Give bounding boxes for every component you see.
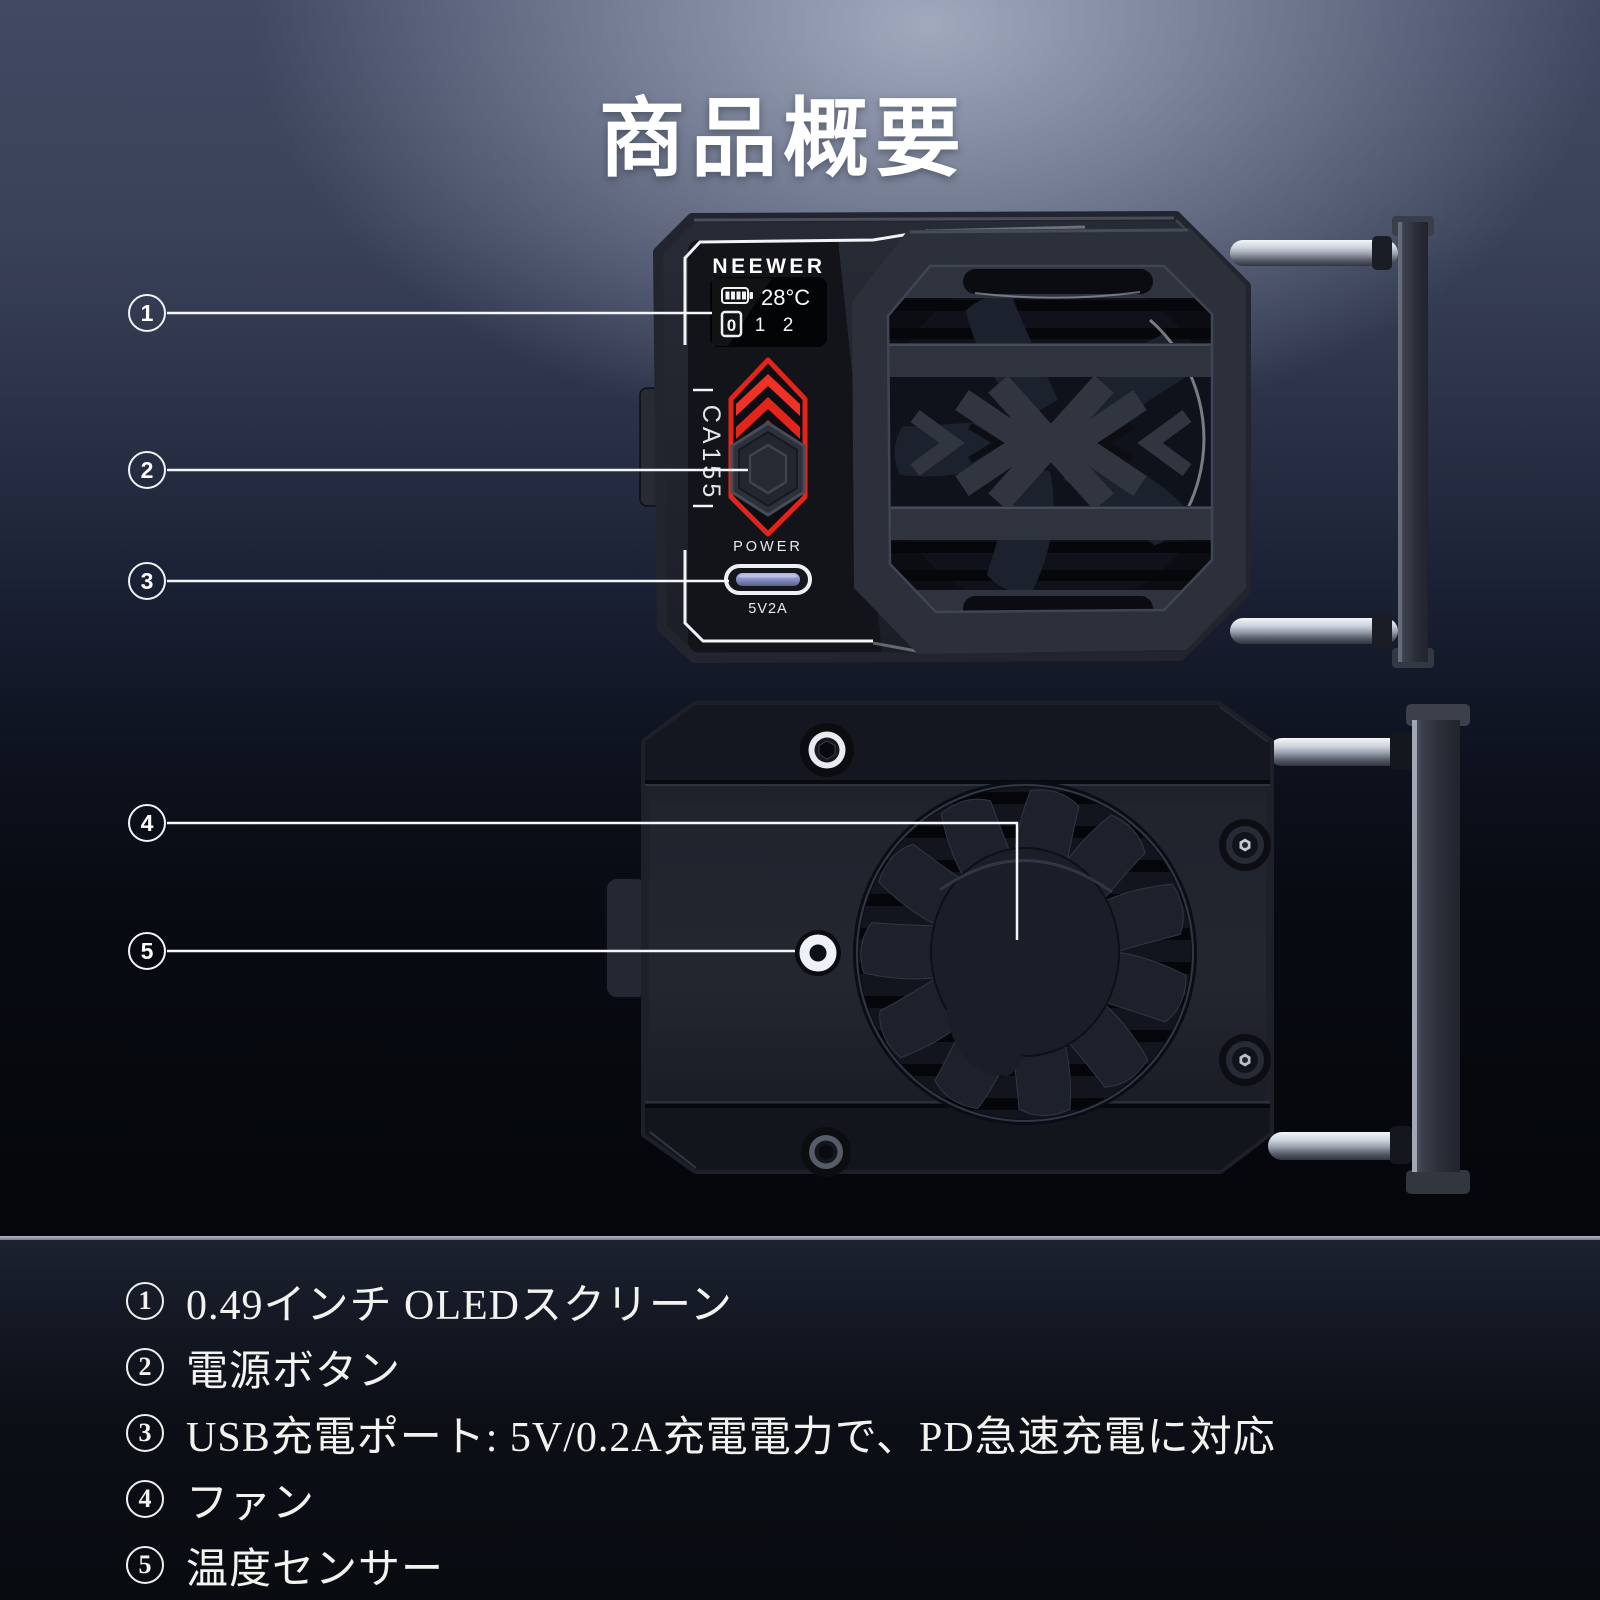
- legend-panel: 1 0.49インチ OLEDスクリーン 2 電源ボタン 3 USB充電ポート: …: [0, 1240, 1600, 1600]
- legend-item-number: 1: [126, 1282, 164, 1320]
- legend-item-text: 0.49インチ OLEDスクリーン: [186, 1282, 733, 1329]
- legend-item-number: 4: [126, 1480, 164, 1518]
- callout-number-2: 2: [128, 451, 166, 489]
- oled-screen: 28°C 0 1 2: [710, 277, 827, 347]
- callout-number-4: 4: [128, 804, 166, 842]
- legend-item: 2 電源ボタン: [126, 1334, 1600, 1400]
- legend-item: 4 ファン: [126, 1466, 1600, 1532]
- legend-item-number: 3: [126, 1414, 164, 1452]
- oled-temperature: 28°C: [761, 285, 810, 310]
- legend-item-text: ファン: [186, 1480, 316, 1527]
- callout-number-3: 3: [128, 562, 166, 600]
- hex-screw-bottom: [801, 1127, 851, 1177]
- oled-gear-current: 0: [727, 316, 736, 335]
- back-device-graphic: [605, 701, 1470, 1194]
- front-clamp-arm: [1230, 216, 1434, 668]
- battery-icon: [721, 287, 753, 304]
- legend-item-text: 電源ボタン: [186, 1348, 402, 1395]
- chevron-icon: [736, 397, 800, 439]
- legend-item-text: 温度センサー: [186, 1546, 445, 1593]
- torx-screw: [1219, 1034, 1271, 1086]
- usb-c-port: [724, 564, 812, 595]
- brand-logo: NEEWER: [712, 255, 825, 278]
- legend-item: 3 USB充電ポート: 5V/0.2A充電電力で、PD急速充電に対応: [126, 1400, 1600, 1466]
- power-label: POWER: [733, 539, 803, 555]
- back-clamp-arm: [1268, 704, 1470, 1194]
- legend-item: 5 温度センサー: [126, 1532, 1600, 1598]
- legend-item-number: 2: [126, 1348, 164, 1386]
- usb-power-label: 5V2A: [748, 601, 787, 617]
- model-label: CA155: [697, 405, 725, 501]
- hex-screw-top: [800, 723, 854, 777]
- section-divider: [0, 1236, 1600, 1240]
- callout-number-1: 1: [128, 294, 166, 332]
- legend-item: 1 0.49インチ OLEDスクリーン: [126, 1268, 1600, 1334]
- torx-screw: [1219, 819, 1271, 871]
- chevron-icon: [736, 374, 800, 416]
- front-device-graphic: CA155 NEEWER 28°C 0 1 2: [639, 211, 1434, 668]
- power-button-badge: [728, 357, 808, 537]
- legend-item-text: USB充電ポート: 5V/0.2A充電電力で、PD急速充電に対応: [186, 1414, 1276, 1461]
- oled-gear-1: 1: [755, 315, 766, 336]
- power-button: [730, 421, 806, 517]
- oled-gear-2: 2: [783, 315, 794, 336]
- legend-item-number: 5: [126, 1546, 164, 1584]
- page-title: 商品概要: [599, 91, 967, 187]
- gear-indicator-box: [720, 310, 743, 338]
- temperature-sensor: [795, 930, 841, 976]
- grille-pattern: [888, 266, 1212, 612]
- callout-number-5: 5: [128, 932, 166, 970]
- fan-grille: [852, 228, 1246, 654]
